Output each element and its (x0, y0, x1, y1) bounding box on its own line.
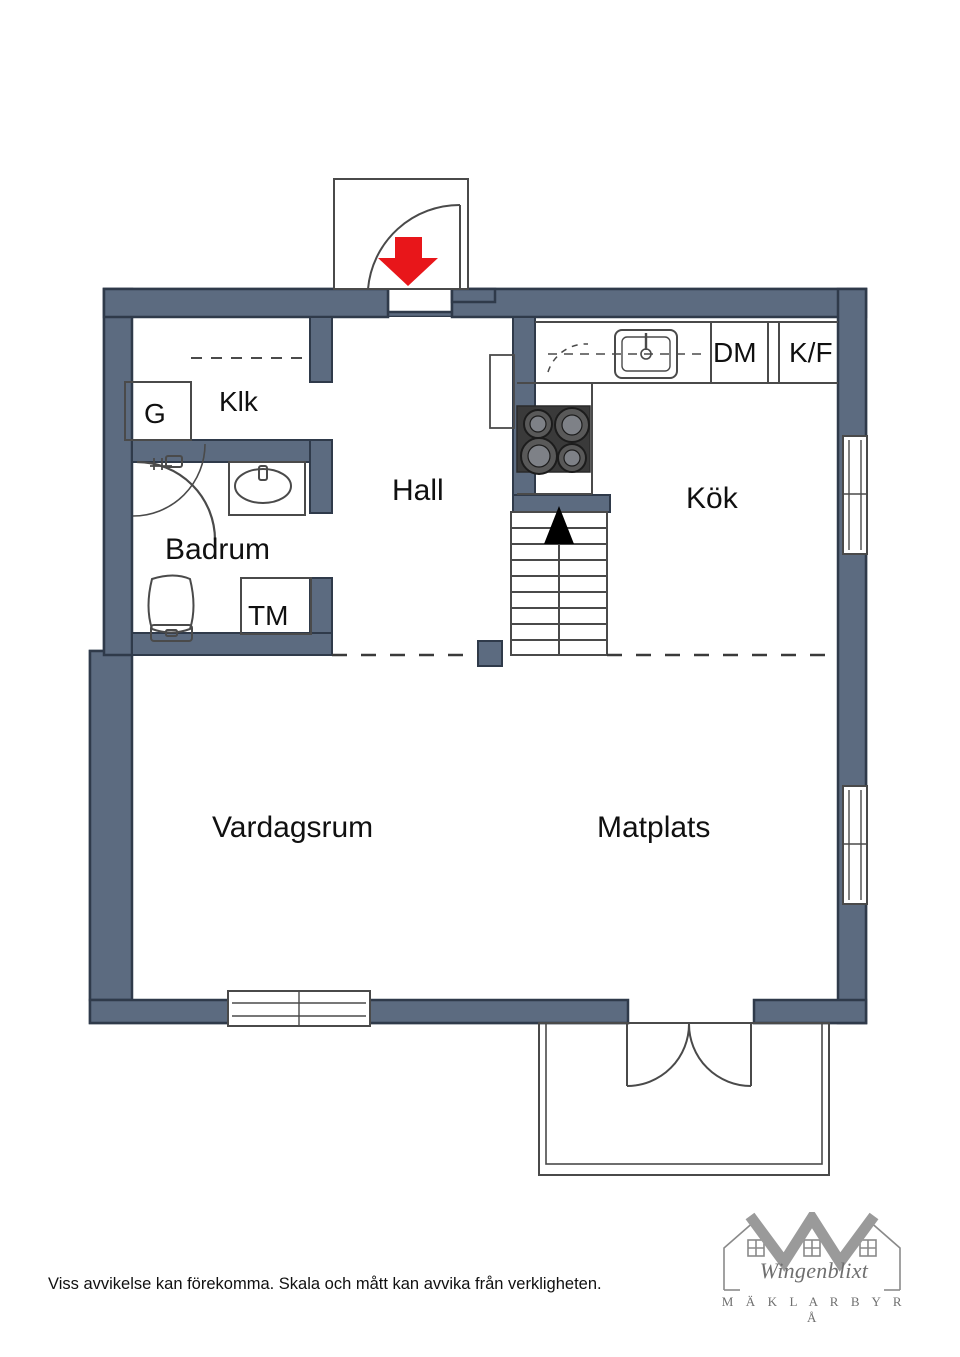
window-right-lower (842, 785, 868, 905)
top-wall-notch (450, 287, 497, 304)
left-wall-step (88, 649, 134, 1002)
window-bottom-living (227, 990, 371, 1027)
brand-logo-icon (723, 1212, 901, 1291)
washbasin-tap-icon (258, 465, 268, 481)
patio-outline-inner (545, 1022, 823, 1165)
room-label-matplats: Matplats (597, 811, 711, 844)
entry-door-swing-icon (367, 203, 461, 290)
entrance-group (333, 178, 469, 290)
logo-window-cross (748, 1240, 764, 1256)
counter-stove-run (517, 382, 593, 495)
fixture-label-tvattmaskin: TM (248, 600, 289, 631)
logo-house-left (723, 1219, 757, 1290)
fixture-label-diskmaskin: DM (713, 337, 757, 368)
toilet-icon (147, 574, 195, 634)
wardrobe-G-box (124, 381, 192, 441)
tm-box (240, 577, 312, 635)
badrum-wall-right-upper (309, 439, 333, 514)
closet-group (124, 357, 312, 635)
corner-cabinet-arc (547, 343, 589, 373)
patio-outline-outer (538, 1022, 830, 1176)
right-wall (836, 287, 868, 1025)
logo-window-cross (860, 1240, 876, 1256)
fixture-label-garderob: G (144, 398, 166, 429)
klk-wall-right (309, 316, 333, 383)
brand-name: Wingenblixt (759, 1258, 869, 1283)
kitchen-fixtures (489, 321, 838, 495)
washbasin-icon (234, 468, 292, 504)
kitchen-wall-stair-head (512, 494, 611, 513)
burner-icon (529, 415, 547, 433)
fixture-label-kyl-frys: K/F (789, 337, 833, 368)
up-arrow-icon (544, 506, 574, 544)
shower-curtain-icon (132, 443, 206, 517)
interior-void (132, 317, 838, 1023)
divider-post (477, 640, 503, 667)
fixture-label-klk: Klk (219, 386, 258, 417)
window-right-upper (842, 435, 868, 555)
logo-window-cross (804, 1240, 820, 1256)
patio-group (538, 1022, 830, 1176)
shower-head-icon (165, 455, 183, 468)
left-wall-upper (102, 287, 134, 657)
room-label-badrum: Badrum (165, 533, 271, 566)
bathroom-fixtures (132, 443, 306, 642)
logo-w-mark (745, 1212, 879, 1272)
bottom-wall-right (752, 998, 868, 1025)
patio-door-swing-icon (688, 1023, 752, 1087)
entry-arrow-icon (378, 237, 438, 286)
staircase (510, 506, 608, 656)
badrum-wall-bottom (131, 632, 333, 656)
room-label-kok: Kök (686, 482, 738, 515)
patio-door-swing-icon (626, 1023, 690, 1087)
burner-icon (561, 414, 583, 436)
windows-group (227, 435, 868, 1027)
burner-icon (527, 444, 551, 468)
room-label-vardagsrum: Vardagsrum (212, 811, 374, 844)
toilet-button-icon (165, 629, 178, 637)
burner-icon (563, 449, 581, 467)
room-label-hall: Hall (392, 474, 444, 507)
washbasin-counter (228, 461, 306, 516)
brand-subtitle: M Ä K L A R B Y R Å (721, 1294, 907, 1325)
top-wall-right (450, 287, 868, 319)
logo-house-right (867, 1219, 901, 1290)
toilet-cistern-icon (150, 624, 193, 642)
disclaimer-text: Viss avvikelse kan förekomma. Skala och … (48, 1275, 602, 1293)
hall-niche (489, 354, 515, 429)
top-wall-left (102, 287, 390, 319)
